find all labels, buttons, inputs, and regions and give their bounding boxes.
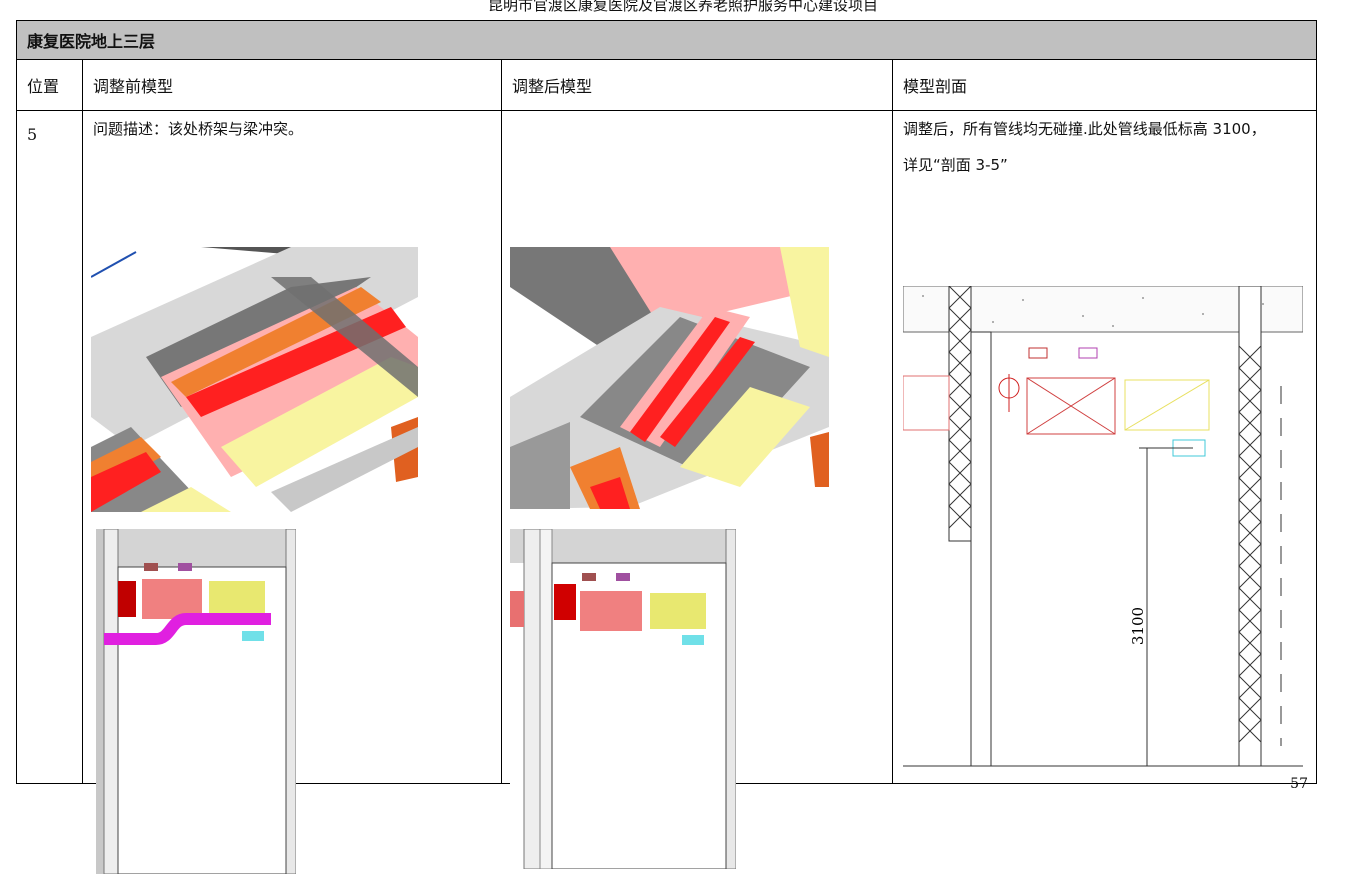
clash-report-table: 康复医院地上三层 位置 调整前模型 调整后模型 模型剖面 5 问题描述：该处桥架… — [15, 20, 1318, 874]
after-section-drawing — [510, 529, 736, 869]
page-number: 57 — [1290, 776, 1308, 792]
column-header-after-model: 调整后模型 — [501, 59, 893, 111]
model-section-cell: 调整后，所有管线均无碰撞.此处管线最低标高 3100， 详见“剖面 3-5” — [891, 110, 1318, 784]
document-header: 昆明市官渡区康复医院及官渡区养老照护服务中心建设项目 — [487, 0, 878, 14]
section-description-line2: 详见“剖面 3-5” — [903, 156, 1008, 174]
section-description-line1: 调整后，所有管线均无碰撞.此处管线最低标高 3100， — [903, 120, 1266, 138]
before-model-cell: 问题描述：该处桥架与梁冲突。 — [82, 110, 502, 874]
problem-description: 问题描述：该处桥架与梁冲突。 — [93, 120, 304, 138]
after-model-cell — [501, 110, 893, 869]
after-3d-model-image — [510, 247, 829, 509]
section-3-5-drawing: 3100 — [903, 286, 1303, 776]
position-cell: 5 — [16, 110, 83, 784]
section-title: 康复医院地上三层 — [15, 20, 1318, 60]
column-header-position: 位置 — [16, 59, 83, 111]
column-header-before-model: 调整前模型 — [82, 59, 502, 111]
column-header-model-section: 模型剖面 — [891, 59, 1318, 111]
before-3d-model-image — [91, 247, 418, 512]
before-section-drawing — [96, 529, 296, 874]
dimension-label: 3100 — [1129, 607, 1147, 645]
